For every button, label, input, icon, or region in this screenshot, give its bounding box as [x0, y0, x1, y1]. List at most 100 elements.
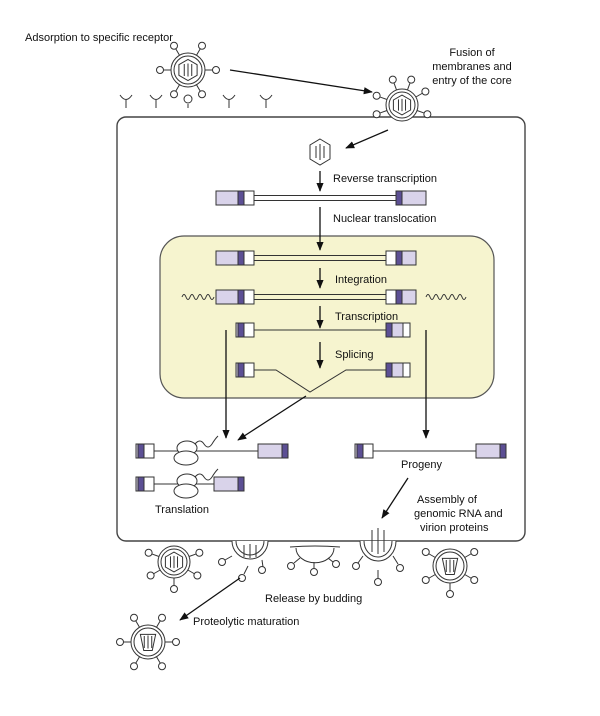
- ltr-box: [385, 289, 417, 305]
- virion-core: [392, 94, 412, 116]
- glycoprotein-knob: [116, 638, 124, 646]
- glycoprotein-knob: [146, 571, 155, 580]
- virion-core: [139, 633, 157, 651]
- cell-membrane: [116, 116, 526, 542]
- virion-rna: [169, 555, 179, 569]
- ltr-box: [354, 443, 374, 459]
- label-assembly-2: genomic RNA and: [414, 508, 503, 520]
- glycoprotein-knob: [421, 548, 430, 556]
- label-assembly-3: virion proteins: [420, 522, 489, 534]
- budding-virion-icon: [287, 545, 341, 576]
- label-progeny: Progeny: [401, 459, 442, 471]
- glycoprotein-knob: [352, 562, 360, 570]
- glycoprotein-knob: [238, 574, 246, 582]
- glycoprotein-knob: [198, 41, 206, 50]
- label-translation: Translation: [155, 504, 209, 516]
- virion-adsorbing-icon: [156, 41, 220, 99]
- progeny-rna: [354, 443, 507, 459]
- glycoprotein-knob: [158, 613, 166, 622]
- ltr-box: [385, 250, 417, 266]
- nuclear-dna: [215, 250, 417, 266]
- label-reverse-transcription: Reverse transcription: [333, 173, 437, 185]
- virion-envelope-inner: [133, 627, 163, 657]
- mature-virion-icon: [116, 613, 180, 671]
- ltr-box: [213, 476, 245, 492]
- glycoprotein-knob: [193, 571, 202, 580]
- virion-envelope-inner: [435, 551, 465, 581]
- virion-core: [441, 557, 459, 575]
- glycoprotein-knob: [287, 562, 295, 570]
- ltr-box: [235, 362, 255, 378]
- ltr-box: [215, 289, 255, 305]
- integrated-provirus: [181, 289, 467, 305]
- cell-receptors: [119, 94, 273, 108]
- viral-core-icon: [309, 138, 331, 166]
- glycoprotein-knob: [423, 110, 432, 119]
- ribosome-icon: [173, 468, 219, 499]
- host-dna-strand: [425, 294, 467, 300]
- virion-envelope-inner: [160, 548, 188, 576]
- label-maturation: Proteolytic maturation: [193, 616, 299, 628]
- mrna-2: [135, 476, 245, 492]
- ltr-box: [257, 443, 289, 459]
- glycoprotein-knob: [170, 585, 178, 593]
- budding-virion-icon: [144, 545, 204, 593]
- glycoprotein-knob: [388, 75, 397, 84]
- flow-arrows: [179, 69, 430, 621]
- host-dna-strand: [181, 294, 215, 300]
- glycoprotein-knob: [396, 564, 404, 572]
- label-release: Release by budding: [265, 593, 362, 605]
- glycoprotein-knob: [170, 41, 178, 50]
- ltr-box: [395, 190, 427, 206]
- virion-rna: [445, 559, 455, 573]
- ltr-box: [475, 443, 507, 459]
- nucleus: [159, 235, 495, 399]
- ltr-box: [215, 250, 255, 266]
- glycoprotein-knob: [144, 548, 153, 557]
- ltr-box: [135, 443, 155, 459]
- glycoprotein-knob: [421, 576, 430, 584]
- glycoprotein-knob: [195, 548, 204, 557]
- budding-virion-icon: [352, 528, 404, 586]
- label-nuclear-translocation: Nuclear translocation: [333, 213, 436, 225]
- ribosome-icon: [173, 435, 219, 466]
- virion-core: [164, 551, 184, 573]
- glycoprotein-knob: [470, 548, 479, 556]
- glycoprotein-knob: [218, 558, 226, 566]
- ltr-box: [215, 190, 255, 206]
- glycoprotein-knob: [372, 91, 381, 100]
- glycoprotein-knob: [172, 638, 180, 646]
- glycoprotein-knob: [310, 568, 318, 576]
- splice-junction: [254, 369, 386, 393]
- glycoprotein-knob: [130, 613, 138, 622]
- label-fusion-3: entry of the core: [432, 75, 512, 87]
- label-assembly-1: Assembly of: [417, 494, 478, 506]
- glycoprotein-knob: [446, 590, 454, 598]
- budding-virion-icon: [218, 540, 269, 582]
- glycoprotein-knob: [258, 566, 266, 574]
- label-adsorption: Adsorption to specific receptor: [25, 32, 173, 44]
- released-virion-icon: [421, 548, 479, 598]
- ltr-box: [135, 476, 155, 492]
- budding-virions: [144, 528, 479, 598]
- glycoprotein-knob: [170, 90, 178, 99]
- glycoprotein-knob: [156, 66, 164, 74]
- spliced-rna: [235, 362, 411, 393]
- mrna-1: [135, 443, 289, 459]
- glycoprotein-knob: [372, 110, 381, 119]
- glycoprotein-knob: [130, 662, 138, 671]
- virion-rna: [397, 98, 407, 112]
- glycoprotein-knob: [198, 90, 206, 99]
- label-transcription: Transcription: [335, 311, 398, 323]
- glycoprotein-knob: [407, 75, 416, 84]
- label-splicing: Splicing: [335, 349, 374, 361]
- glycoprotein-knob: [374, 578, 382, 586]
- glycoprotein-knob: [421, 87, 430, 96]
- virion-envelope-inner: [173, 55, 203, 85]
- glycoprotein-knob: [470, 576, 479, 584]
- glycoprotein-knob: [332, 560, 340, 568]
- rna-transcript: [235, 322, 411, 338]
- label-fusion-1: Fusion of: [449, 47, 495, 59]
- glycoprotein-knob: [212, 66, 220, 74]
